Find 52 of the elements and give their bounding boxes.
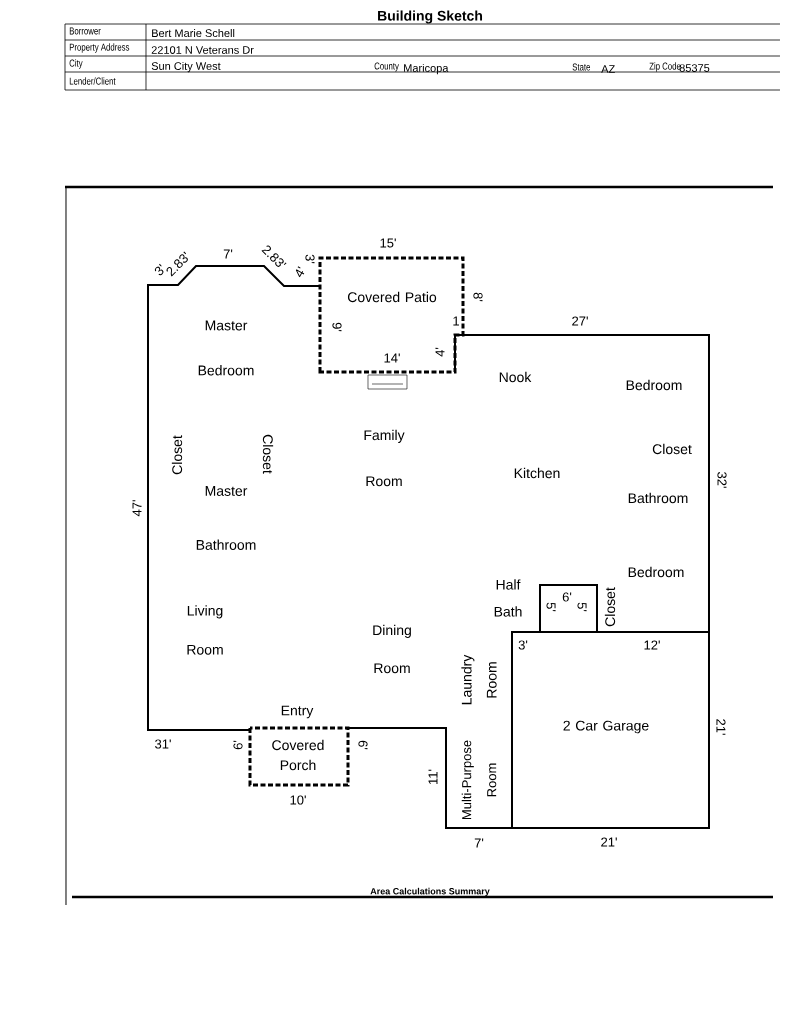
room-label: Bedroom — [626, 379, 682, 391]
dimension-label: 3' — [518, 640, 528, 650]
dimension-label: 27' — [572, 316, 588, 326]
dimension-label: 5' — [577, 602, 587, 612]
field-value: AZ — [601, 65, 615, 73]
field-label: City — [69, 59, 83, 69]
dimension-label: 31' — [155, 739, 171, 749]
field-label: Zip Code — [649, 62, 681, 72]
dimension-label: 14' — [384, 353, 400, 363]
room-label: Family Room — [364, 429, 405, 487]
dimension-label: 6' — [562, 592, 572, 602]
dimension-label: 2.83' — [261, 245, 287, 267]
room-label: Dining Room — [373, 624, 411, 674]
field-label: Lender/Client — [69, 77, 116, 85]
dimension-label: 32' — [717, 472, 727, 488]
dimension-label: 47' — [132, 500, 142, 517]
room-label: Nook — [499, 371, 532, 383]
dimension-label: 9' — [332, 322, 342, 332]
room-label: Bedroom — [628, 566, 684, 578]
field-label: Property Address — [69, 43, 130, 53]
dimension-label: 11' — [428, 769, 438, 784]
room-label: Closet — [171, 435, 183, 475]
title: Building Sketch — [378, 10, 482, 24]
dimension-label: 7' — [474, 838, 484, 848]
room-label: Closet — [652, 443, 692, 455]
field-value: Sun City West — [151, 61, 221, 73]
dimension-label: 3' — [305, 254, 315, 264]
room-label: Bathroom — [628, 492, 688, 504]
section-heading: Area Calculations Summary — [370, 887, 490, 897]
dimension-label: 5' — [546, 602, 556, 612]
room-label: Closet — [262, 434, 274, 474]
room-outline: Covered Porch — [248, 726, 350, 787]
dimension-label: 12' — [644, 640, 660, 650]
room-label: Master Bathroom — [196, 486, 256, 550]
dimension-label: 4' — [295, 266, 305, 278]
field-label: County — [374, 62, 399, 72]
room-label: Multi-Purpose Room — [461, 740, 497, 820]
field-value: 85375 — [679, 64, 710, 72]
dimension-label: 1 — [453, 316, 459, 326]
room-label: Master Bedroom — [198, 320, 254, 376]
room-label: Living Room — [187, 605, 223, 655]
dimension-label: 7' — [223, 249, 233, 259]
room-label: Half Bath — [494, 579, 522, 617]
dimension-label: 4' — [435, 347, 445, 357]
room-label: Kitchen — [514, 467, 560, 479]
field-label: State — [572, 63, 591, 71]
room-label: Laundry Room — [461, 654, 497, 705]
field-value: Maricopa — [404, 63, 449, 75]
field-value: 22101 N Veterans Dr — [151, 46, 254, 54]
field-label: Borrower — [69, 27, 101, 35]
field-value: Bert Marie Schell — [152, 28, 235, 38]
dimension-label: 3' — [154, 263, 164, 276]
